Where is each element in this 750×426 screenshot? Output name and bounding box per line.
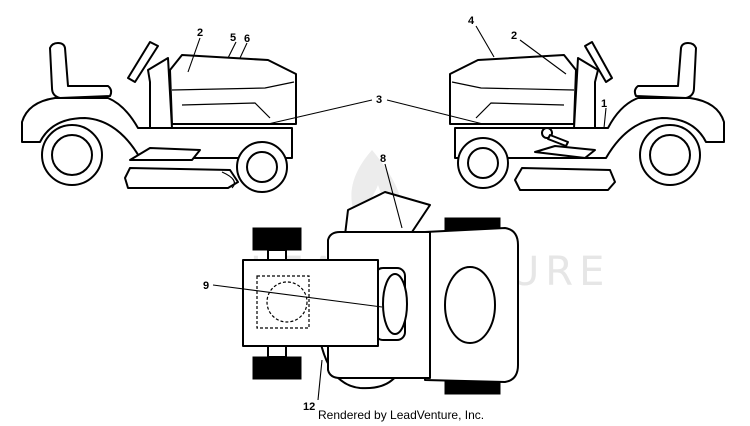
left-hood-line xyxy=(171,81,295,91)
top-rear-tire-lower xyxy=(252,356,302,380)
leader-2-right xyxy=(519,39,567,75)
left-rear-hub xyxy=(51,134,93,176)
callout-9: 9 xyxy=(203,280,209,292)
right-front-hub xyxy=(467,147,499,179)
callout-2-left: 2 xyxy=(197,27,203,39)
top-seat-decal xyxy=(256,275,310,329)
right-steering-wheel xyxy=(584,41,613,83)
left-front-hub xyxy=(246,151,278,183)
right-hood xyxy=(449,54,577,125)
right-tractor-side-view xyxy=(449,41,725,191)
right-seat xyxy=(633,42,697,99)
left-deck-chute xyxy=(221,171,235,189)
right-mower-deck xyxy=(514,167,616,191)
leader-3-left xyxy=(267,99,373,125)
leader-6 xyxy=(239,42,248,59)
left-steering-wheel xyxy=(127,41,159,83)
leader-4 xyxy=(475,25,495,58)
left-seat xyxy=(49,42,113,99)
right-hood-line xyxy=(451,81,575,91)
leader-lines xyxy=(187,25,607,401)
top-rear-tire-upper xyxy=(252,227,302,251)
right-rear-hub xyxy=(649,134,691,176)
callout-2-right: 2 xyxy=(511,30,517,42)
leader-1 xyxy=(603,107,607,129)
top-hood-grille xyxy=(444,266,496,344)
top-view xyxy=(242,191,519,395)
left-mower-deck xyxy=(124,167,239,189)
top-front-tire-lower xyxy=(444,380,501,395)
right-hood-panel xyxy=(475,102,565,119)
leader-3-right xyxy=(386,99,484,125)
top-steering-wheel xyxy=(382,273,408,335)
right-lift-lever xyxy=(547,134,569,147)
left-hood xyxy=(169,54,297,125)
top-seat-pan xyxy=(242,259,379,347)
callout-6: 6 xyxy=(244,33,250,45)
leader-2-left xyxy=(187,37,201,73)
callout-8: 8 xyxy=(380,153,386,165)
left-hood-panel xyxy=(181,102,271,119)
right-footrest xyxy=(534,145,596,159)
callout-numbers: 2 5 6 3 4 2 1 8 9 12 xyxy=(197,15,607,413)
credit-text: Rendered by LeadVenture, Inc. xyxy=(318,408,484,422)
leader-8 xyxy=(384,163,403,229)
leader-5 xyxy=(227,41,237,59)
callout-3: 3 xyxy=(376,94,382,106)
leader-9 xyxy=(212,284,383,308)
callout-1: 1 xyxy=(601,98,607,110)
left-dash xyxy=(147,57,173,129)
top-fuel-cap xyxy=(266,281,308,323)
left-footrest xyxy=(129,147,201,161)
callout-5: 5 xyxy=(230,32,236,44)
left-tractor-side-view xyxy=(21,41,297,193)
callout-4: 4 xyxy=(468,15,475,27)
right-dash xyxy=(573,57,599,129)
callout-12: 12 xyxy=(303,401,315,413)
leader-12 xyxy=(317,359,323,401)
top-discharge-chute xyxy=(344,191,431,236)
